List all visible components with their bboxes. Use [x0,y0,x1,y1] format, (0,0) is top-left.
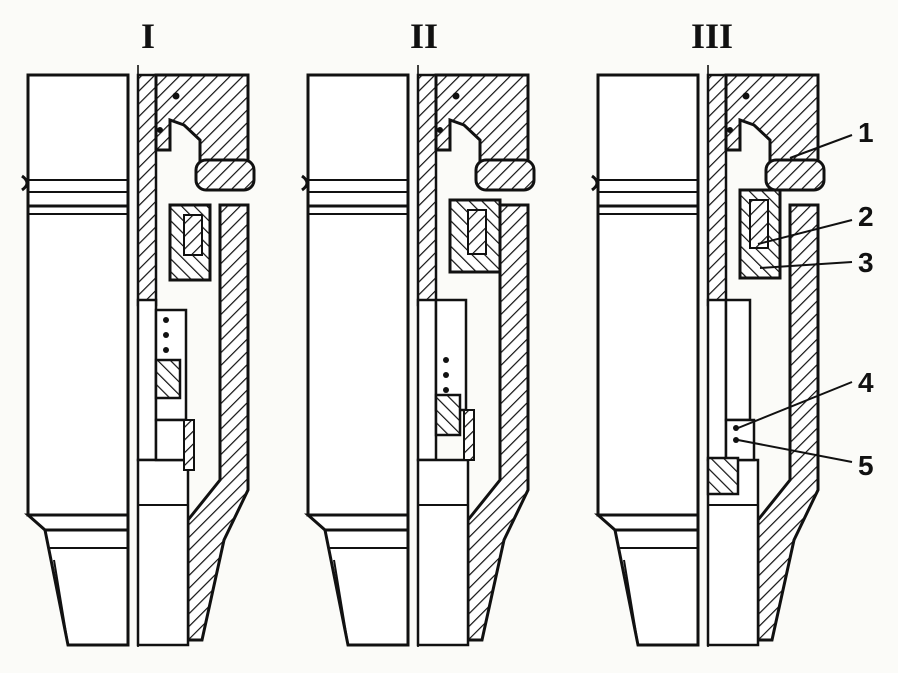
panel-1-drawing [20,63,256,652]
panel-3-label: III [691,16,733,56]
panel-2-label: II [410,16,438,56]
callout-3-label: 3 [858,247,874,278]
leader-lines [737,134,853,463]
callout-2-label: 2 [858,201,874,232]
panel-3-drawing [590,63,826,652]
panel-2-drawing [300,63,536,652]
panel-1-label: I [141,16,155,56]
callout-5-label: 5 [858,450,874,481]
callout-1-label: 1 [858,117,874,148]
callout-4-label: 4 [858,367,874,398]
